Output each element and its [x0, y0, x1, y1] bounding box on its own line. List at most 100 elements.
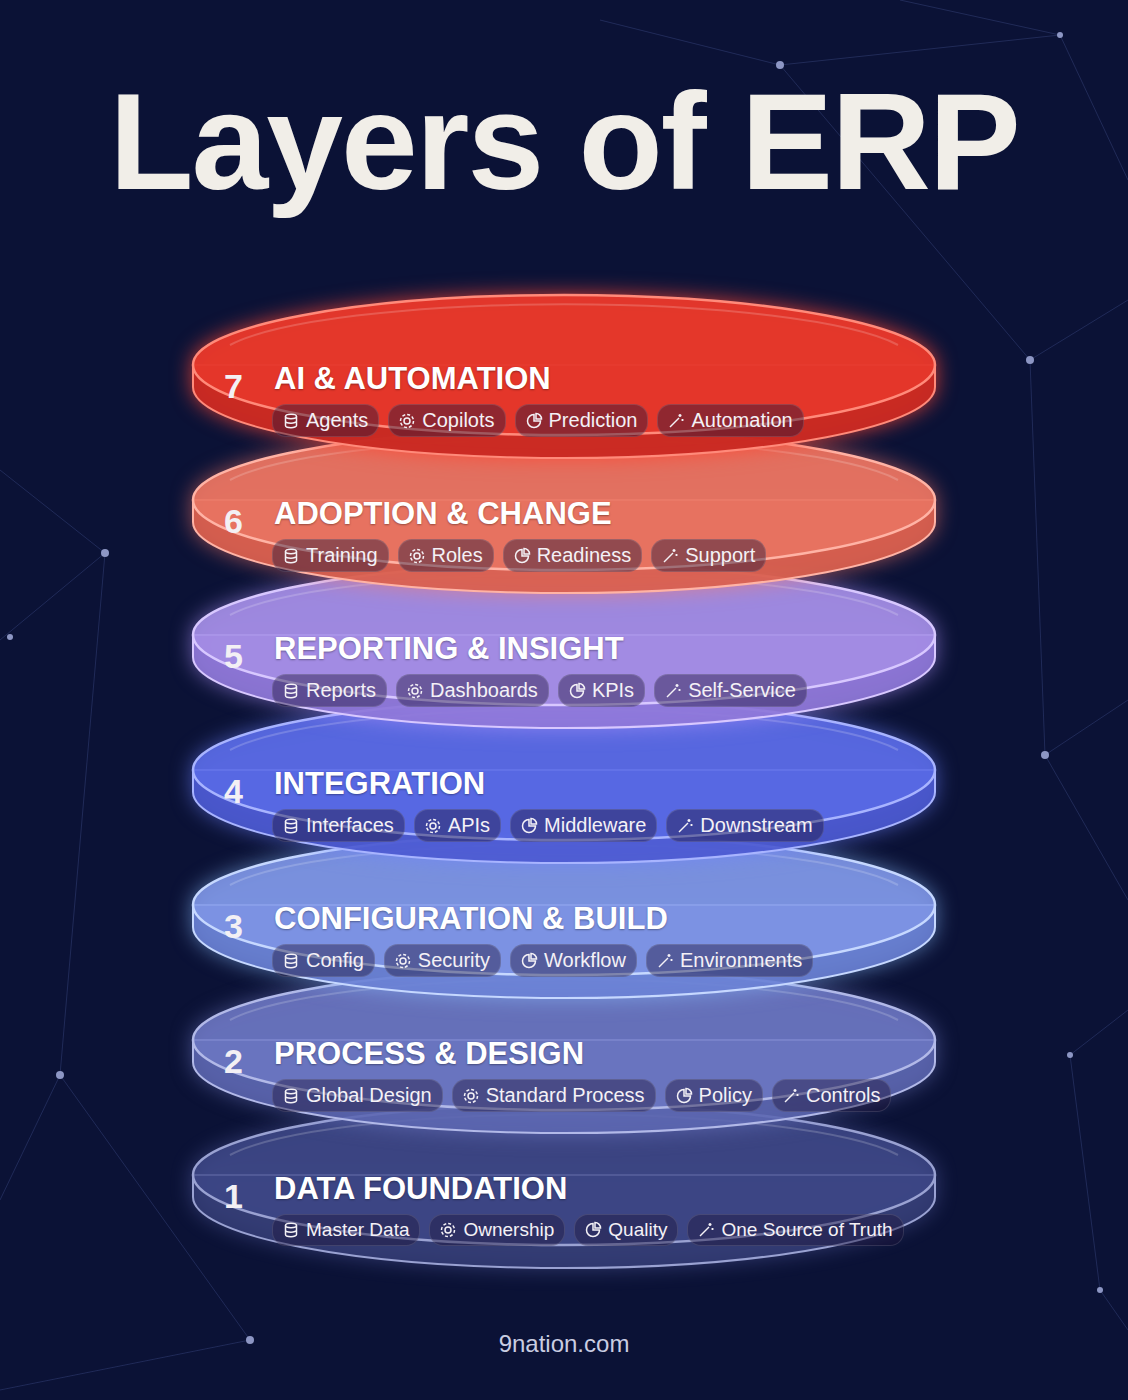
tag-chip: Security — [384, 944, 501, 977]
chip-icon — [398, 412, 416, 430]
chip-label: Automation — [691, 409, 792, 432]
layer-heading: AI & AUTOMATION — [274, 361, 551, 397]
layer-number: 3 — [224, 907, 243, 946]
chip-label: Training — [306, 544, 378, 567]
chip-label: Downstream — [700, 814, 812, 837]
tag-chip: APIs — [414, 809, 501, 842]
tag-chip: Reports — [272, 674, 387, 707]
chip-icon — [675, 1087, 693, 1105]
layer-heading: CONFIGURATION & BUILD — [274, 901, 668, 937]
chip-icon — [282, 952, 300, 970]
chip-row: Config Security Workflow Environments — [272, 944, 813, 977]
layer-heading: INTEGRATION — [274, 766, 485, 802]
chip-icon — [282, 1221, 300, 1239]
chip-icon — [408, 547, 426, 565]
tag-chip: Ownership — [429, 1214, 565, 1246]
chip-label: Config — [306, 949, 364, 972]
layer-heading: DATA FOUNDATION — [274, 1171, 567, 1207]
chip-label: KPIs — [592, 679, 634, 702]
layer-heading: PROCESS & DESIGN — [274, 1036, 584, 1072]
chip-label: Global Design — [306, 1084, 432, 1107]
chip-label: Security — [418, 949, 490, 972]
chip-label: Agents — [306, 409, 368, 432]
tag-chip: Global Design — [272, 1079, 443, 1112]
chip-label: Workflow — [544, 949, 626, 972]
tag-chip: Environments — [646, 944, 813, 977]
chip-label: Ownership — [463, 1219, 554, 1241]
tag-chip: Controls — [772, 1079, 891, 1112]
layer-number: 7 — [224, 367, 243, 406]
chip-icon — [697, 1221, 715, 1239]
title: Layers of ERP — [0, 62, 1128, 221]
chip-label: Self-Service — [688, 679, 796, 702]
chip-row: Training Roles Readiness Support — [272, 539, 766, 572]
chip-icon — [667, 412, 685, 430]
tag-chip: Prediction — [515, 404, 649, 437]
layer-number: 2 — [224, 1042, 243, 1081]
chip-label: Controls — [806, 1084, 880, 1107]
tag-chip: Quality — [574, 1214, 678, 1246]
tag-chip: Roles — [398, 539, 494, 572]
tag-chip: Automation — [657, 404, 803, 437]
chip-label: Prediction — [549, 409, 638, 432]
chip-icon — [282, 547, 300, 565]
chip-icon — [568, 682, 586, 700]
tag-chip: Workflow — [510, 944, 637, 977]
layer-heading: ADOPTION & CHANGE — [274, 496, 612, 532]
chip-icon — [664, 682, 682, 700]
layer-number: 6 — [224, 502, 243, 541]
chip-icon — [462, 1087, 480, 1105]
chip-label: Middleware — [544, 814, 646, 837]
tag-chip: Self-Service — [654, 674, 807, 707]
tag-chip: Config — [272, 944, 375, 977]
chip-label: Dashboards — [430, 679, 538, 702]
chip-row: Master Data Ownership Quality One Source of… — [272, 1214, 904, 1246]
chip-icon — [656, 952, 674, 970]
chip-label: Copilots — [422, 409, 494, 432]
chip-label: One Source of Truth — [721, 1219, 892, 1241]
chip-label: Reports — [306, 679, 376, 702]
tag-chip: Interfaces — [272, 809, 405, 842]
chip-icon — [513, 547, 531, 565]
chip-label: Quality — [608, 1219, 667, 1241]
tag-chip: Standard Process — [452, 1079, 656, 1112]
tag-chip: KPIs — [558, 674, 645, 707]
chip-icon — [584, 1221, 602, 1239]
chip-icon — [520, 952, 538, 970]
chip-icon — [282, 682, 300, 700]
tag-chip: Downstream — [666, 809, 823, 842]
chip-icon — [525, 412, 543, 430]
chip-label: Environments — [680, 949, 802, 972]
tag-chip: Agents — [272, 404, 379, 437]
layer-number: 5 — [224, 637, 243, 676]
tag-chip: One Source of Truth — [687, 1214, 903, 1246]
layer-number: 4 — [224, 772, 243, 811]
chip-icon — [439, 1221, 457, 1239]
chip-label: Interfaces — [306, 814, 394, 837]
chip-icon — [782, 1087, 800, 1105]
chip-label: Master Data — [306, 1219, 409, 1241]
tag-chip: Dashboards — [396, 674, 549, 707]
chip-label: Standard Process — [486, 1084, 645, 1107]
tag-chip: Readiness — [503, 539, 643, 572]
chip-icon — [424, 817, 442, 835]
layer-heading: REPORTING & INSIGHT — [274, 631, 624, 667]
chip-label: Roles — [432, 544, 483, 567]
watermark: 9nation.com — [0, 1330, 1128, 1358]
erp-layer: 7 AI & AUTOMATION Agents Copilots Prediction… — [190, 293, 938, 461]
chip-row: Interfaces APIs Middleware Downstream — [272, 809, 824, 842]
tag-chip: Middleware — [510, 809, 657, 842]
chip-icon — [394, 952, 412, 970]
chip-label: Readiness — [537, 544, 632, 567]
tag-chip: Policy — [665, 1079, 763, 1112]
chip-icon — [282, 1087, 300, 1105]
layer-number: 1 — [224, 1177, 243, 1216]
tag-chip: Training — [272, 539, 389, 572]
tag-chip: Support — [651, 539, 766, 572]
chip-icon — [676, 817, 694, 835]
chip-icon — [406, 682, 424, 700]
chip-label: Support — [685, 544, 755, 567]
chip-row: Global Design Standard Process Policy Contr… — [272, 1079, 891, 1112]
chip-icon — [661, 547, 679, 565]
chip-icon — [520, 817, 538, 835]
